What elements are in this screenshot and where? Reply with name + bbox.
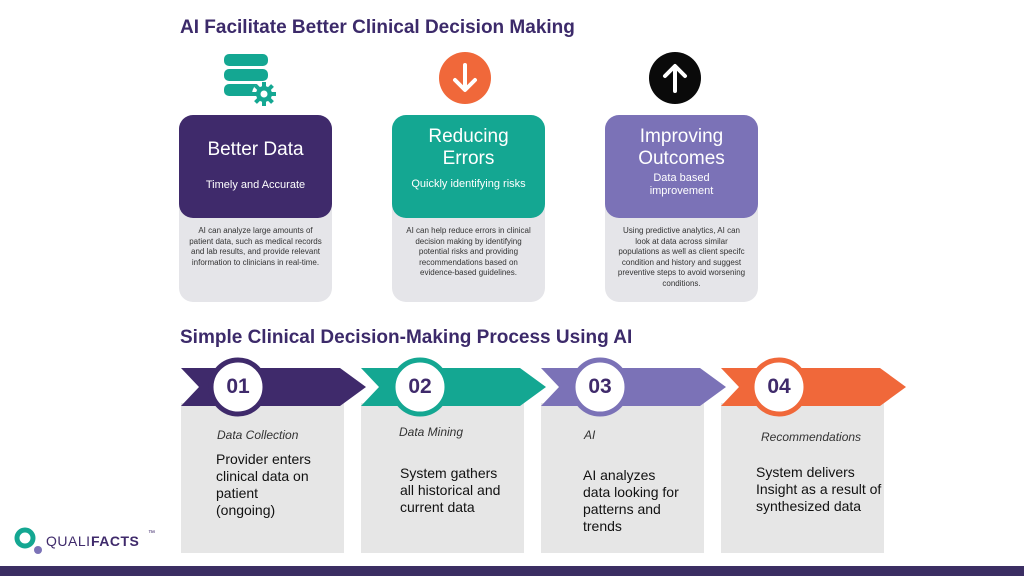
qualifacts-logo: QUALI FACTS ™ (14, 525, 164, 555)
card-subtitle: Timely and Accurate (205, 179, 306, 191)
footer-bar (0, 566, 1024, 576)
step-label: AI (584, 428, 596, 442)
card-improving-outcomes: Improving Outcomes Data based improvemen… (605, 115, 758, 218)
step-circle (570, 357, 630, 417)
step-arrow (541, 368, 726, 406)
card-title: Improving Outcomes (638, 126, 725, 169)
step-number: 01 (226, 375, 250, 398)
step-box (541, 403, 704, 553)
step-number: 02 (408, 375, 432, 398)
card-title: Better Data (207, 139, 304, 160)
step-description: System delivers Insight as a result of s… (756, 464, 882, 514)
card-subtitle: Quickly identifying risks (411, 178, 526, 190)
step-number: 04 (767, 375, 791, 398)
step-description: AI analyzes data looking for patterns an… (583, 467, 679, 534)
card-subtitle: Data based improvement (649, 172, 714, 197)
arrow-up-icon (649, 52, 701, 104)
step-number: 03 (588, 375, 612, 398)
step-arrow (721, 368, 906, 406)
step-label: Data Collection (217, 428, 299, 442)
arrow-down-icon (439, 52, 491, 104)
logo-mark-icon (14, 527, 42, 554)
step-description: System gathers all historical and curren… (400, 465, 501, 515)
step-label: Recommendations (761, 430, 862, 444)
step-arrow (361, 368, 546, 406)
logo-text-bold: FACTS (91, 533, 140, 549)
logo-tm: ™ (148, 530, 155, 537)
step-label: Data Mining (399, 425, 464, 439)
logo-text-light: QUALI (46, 533, 91, 549)
step-circle (390, 357, 450, 417)
step-box (361, 403, 524, 553)
step-box (721, 403, 884, 553)
card-title: Reducing Errors (428, 126, 509, 169)
card-better-data: Better Data Timely and Accurate (179, 115, 332, 218)
page-title: AI Facilitate Better Clinical Decision M… (180, 17, 575, 38)
step-description: Provider enters clinical data on patient… (216, 451, 311, 518)
step-circle (749, 357, 809, 417)
process-title: Simple Clinical Decision-Making Process … (180, 327, 633, 348)
step-box (181, 403, 344, 553)
card-reducing-errors: Reducing Errors Quickly identifying risk… (392, 115, 545, 218)
database-gear-icon (222, 52, 280, 108)
step-circle (208, 357, 268, 417)
